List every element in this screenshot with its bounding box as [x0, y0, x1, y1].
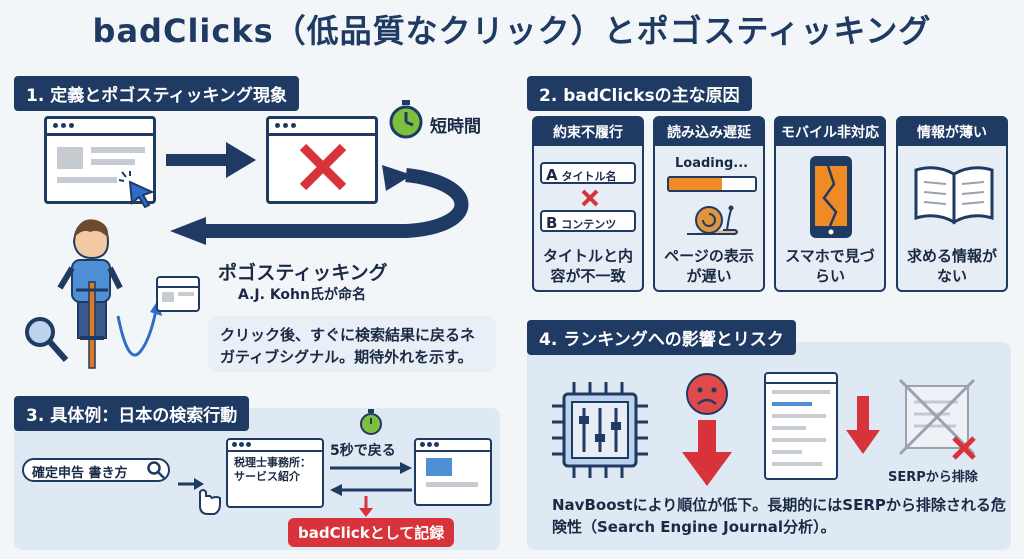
stopwatch-icon — [360, 409, 382, 435]
card-caption: ページの表示が遅い — [664, 247, 754, 285]
card-heading: 情報が薄い — [898, 118, 1006, 146]
loading-label: Loading... — [675, 156, 749, 171]
open-book-icon — [914, 166, 994, 225]
tag-title: A タイトル名 — [540, 162, 636, 184]
down-arrow-icon — [359, 496, 373, 517]
card-heading: モバイル非対応 — [776, 118, 884, 146]
cause-card-slow-load: 読み込み遅延 Loading... ページの表示が遅い — [653, 116, 765, 292]
card-caption: タイトルと内容が不一致 — [542, 247, 633, 285]
return-arrow-icon — [170, 165, 469, 245]
broken-phone-icon — [810, 156, 852, 238]
cause-card-broken-promise: 約束不履行 A タイトル名 B コンテンツ タイトルと内容が不一致 — [532, 116, 644, 292]
cursor-icon — [118, 171, 155, 209]
down-arrow-icon — [846, 396, 880, 454]
serp-list-document — [764, 372, 838, 480]
excluded-page-icon — [898, 378, 976, 460]
back-and-forth-arrows-icon — [330, 462, 412, 496]
browser-serp — [414, 438, 492, 506]
card-heading: 読み込み遅延 — [655, 118, 763, 146]
stopwatch-icon — [389, 100, 423, 139]
section4-description: NavBoostにより順位が低下。長期的にはSERPから排除される危険性（Sea… — [552, 496, 1006, 536]
algorithm-chip-icon — [552, 382, 648, 478]
badclick-record-badge: badClickとして記録 — [288, 518, 455, 547]
loading-progress-bar — [667, 176, 757, 192]
tag-content: B コンテンツ — [540, 210, 636, 232]
arrow-right-icon — [166, 142, 256, 178]
ranking-drop-icon — [682, 373, 732, 486]
card-caption: スマホで見づらい — [785, 247, 875, 285]
browser-window-click — [44, 116, 156, 204]
section1-description: クリック後、すぐに検索結果に戻るネガティブシグナル。期待外れを示す。 — [208, 316, 496, 372]
pogo-label: ポゴスティッキング — [218, 262, 388, 284]
search-query-text: 確定申告 書き方 — [32, 466, 128, 481]
pointer-hand-icon — [178, 478, 221, 515]
browser-tax-office: 税理士事務所：サービス紹介 — [226, 438, 324, 508]
mini-browser-icon — [156, 276, 200, 312]
search-query-box[interactable]: 確定申告 書き方 — [22, 458, 170, 482]
pogo-person-illustration — [57, 219, 123, 369]
magnifier-icon — [25, 317, 69, 362]
section4-heading: 4. ランキングへの影響とリスク — [527, 320, 796, 355]
section2-heading: 2. badClicksの主な原因 — [527, 76, 752, 111]
x-mark-icon — [299, 143, 347, 191]
cause-card-mobile: モバイル非対応 スマホで見づらい — [774, 116, 886, 292]
cause-card-thin-content: 情報が薄い 求める情報がない — [896, 116, 1008, 292]
page-title: badClicks（低品質なクリック）とポゴスティッキング — [92, 12, 932, 50]
return-time-label: 5秒で戻る — [330, 443, 396, 459]
snail-icon — [687, 205, 738, 235]
timer-label: 短時間 — [430, 117, 481, 137]
credit-label: A.J. Kohn氏が命名 — [238, 287, 366, 303]
x-mark-icon — [581, 189, 599, 207]
section3-heading: 3. 具体例：日本の検索行動 — [14, 396, 250, 431]
serp-exclusion-label: SERPから排除 — [888, 470, 978, 485]
card-heading: 約束不履行 — [534, 118, 642, 146]
browser-window-fail — [266, 116, 378, 204]
card-caption: 求める情報がない — [906, 247, 997, 285]
search-icon — [147, 461, 165, 479]
section1-heading: 1. 定義とポゴスティッキング現象 — [14, 76, 300, 111]
tax-office-page-title: 税理士事務所：サービス紹介 — [234, 456, 311, 483]
